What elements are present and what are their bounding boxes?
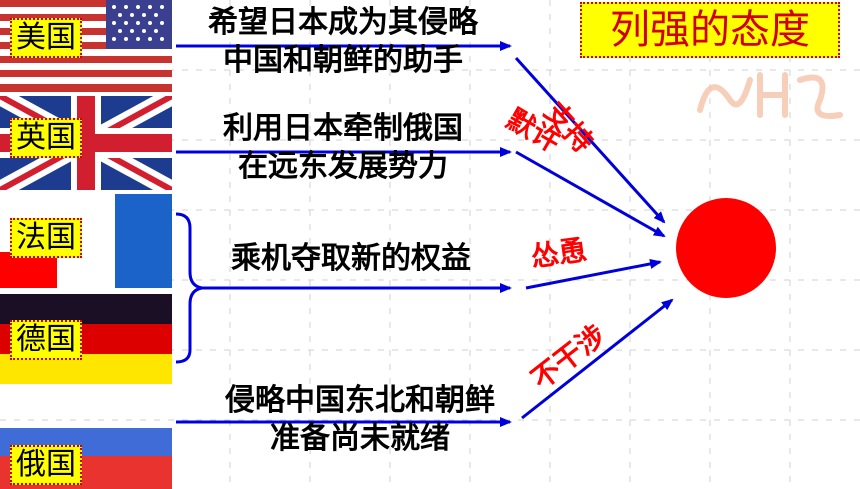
arrow-noninterference (521, 298, 674, 420)
policy-russia: 侵略中国东北和朝鲜 准备尚未就绪 (180, 382, 540, 458)
country-label-uk: 英国 (10, 118, 82, 158)
policy-russia-line2: 准备尚未就绪 (270, 421, 450, 456)
policy-uk: 利用日本牵制俄国 在远东发展势力 (178, 110, 508, 186)
country-label-germany: 德国 (10, 320, 82, 360)
usa-flag-icon (0, 0, 172, 92)
page-title: 列强的态度 (580, 2, 840, 58)
arrow-instigate (525, 258, 662, 290)
france-germany-brace (175, 212, 203, 364)
policy-usa-line1: 希望日本成为其侵略 (208, 5, 478, 40)
attitude-instigate: 怂恿 (528, 233, 589, 274)
japan-disc (676, 198, 776, 298)
policy-uk-line1: 利用日本牵制俄国 (223, 111, 463, 146)
policy-france-germany: 乘机夺取新的权益 (196, 240, 506, 278)
country-label-france: 法国 (10, 218, 82, 258)
country-label-russia: 俄国 (10, 445, 82, 485)
arrow-acquiesce (515, 150, 666, 238)
policy-russia-line1: 侵略中国东北和朝鲜 (225, 383, 495, 418)
policy-uk-line2: 在远东发展势力 (238, 149, 448, 184)
policy-usa: 希望日本成为其侵略 中国和朝鲜的助手 (178, 4, 508, 80)
policy-usa-line2: 中国和朝鲜的助手 (223, 43, 463, 78)
country-label-usa: 美国 (10, 18, 82, 58)
policy-france-germany-line1: 乘机夺取新的权益 (231, 241, 471, 276)
germany-flag-icon (0, 294, 172, 384)
watermark-seal-icon (697, 72, 843, 119)
arrow-support (514, 56, 666, 224)
